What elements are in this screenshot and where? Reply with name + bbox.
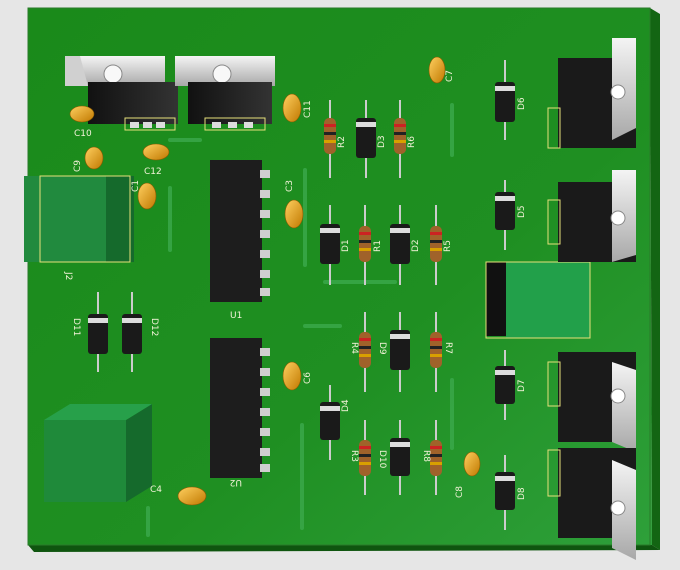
label-r1: R1: [373, 240, 383, 252]
label-d7: D7: [517, 379, 527, 392]
label-d9: D9: [377, 342, 387, 355]
label-c3: C3: [285, 180, 295, 192]
label-d2: D2: [411, 239, 421, 252]
transistors-right: [547, 38, 636, 560]
connector-lower-left: [44, 404, 152, 502]
label-c12: C12: [144, 167, 162, 177]
pcb-traces: [146, 103, 454, 537]
label-c4: C4: [150, 485, 162, 495]
label-d10: D10: [377, 450, 387, 469]
label-d11: D11: [71, 318, 81, 336]
regulator-right: [175, 56, 275, 131]
label-r5: R5: [443, 240, 453, 252]
label-r3: R3: [349, 450, 359, 462]
label-r7: R7: [443, 342, 453, 354]
label-r8: R8: [421, 450, 431, 462]
label-d5: D5: [517, 205, 527, 218]
ic-u2: [210, 338, 270, 478]
label-j2: J2: [63, 271, 73, 280]
label-r6: R6: [407, 136, 417, 148]
label-c6: C6: [303, 372, 313, 384]
label-d1: D1: [341, 239, 351, 252]
label-c7: C7: [445, 70, 455, 82]
label-c1: C1: [131, 180, 141, 192]
silkscreen-labels: C10 C9 C12 C1 C11 C7 C3 C6 C4 C8 R2 D3 R…: [63, 70, 527, 500]
label-d6: D6: [517, 97, 527, 110]
label-d3: D3: [377, 135, 387, 148]
pcb-board: [27, 7, 660, 552]
label-r4: R4: [349, 342, 359, 354]
label-u1: U1: [230, 311, 242, 321]
label-d12: D12: [149, 318, 159, 336]
capacitors: [69, 56, 481, 506]
resistors: [324, 100, 442, 495]
connector-right-middle: [485, 261, 591, 339]
regulator-left: [65, 56, 178, 131]
connector-j2: [24, 175, 134, 263]
ic-u1: [210, 160, 270, 302]
diodes: [88, 60, 515, 530]
label-d8: D8: [517, 487, 527, 500]
label-u2: U2: [230, 477, 242, 487]
label-r2: R2: [337, 136, 347, 148]
label-c11: C11: [303, 100, 313, 118]
label-c8: C8: [455, 486, 465, 498]
label-d4: D4: [341, 399, 351, 412]
label-c10: C10: [74, 129, 92, 139]
label-c9: C9: [73, 160, 83, 172]
